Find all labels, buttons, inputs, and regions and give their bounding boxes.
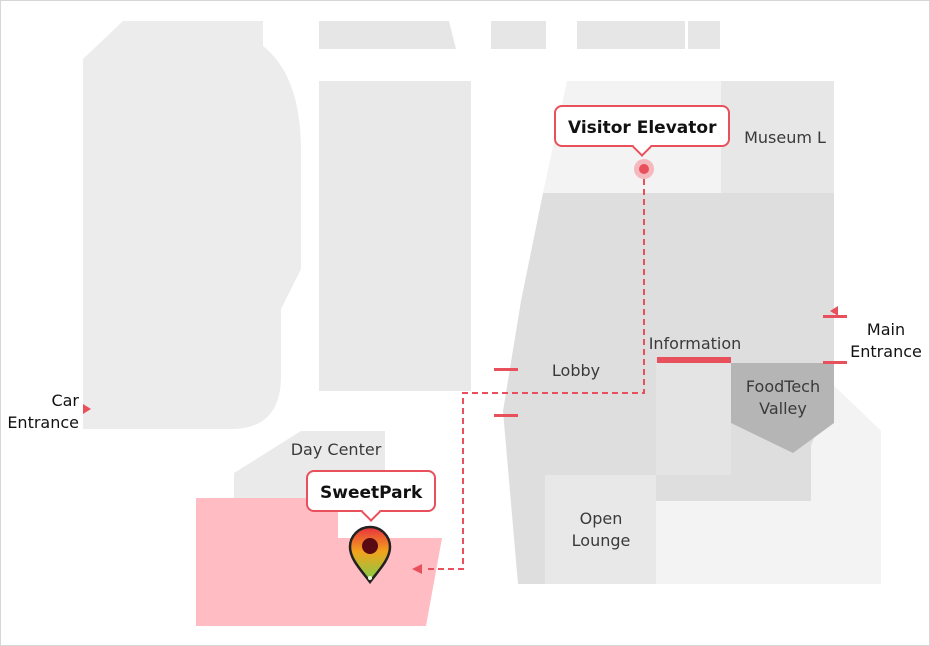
route-path [427,169,645,570]
main-entrance-door-upper [823,315,847,318]
start-callout[interactable]: Visitor Elevator [554,105,731,147]
museum-area [721,81,834,193]
lobby-door-upper [494,368,518,371]
information-label: Information [648,334,742,353]
car-entrance-label: Car Entrance [7,391,79,432]
open-lounge-label: Open Lounge [571,509,631,550]
top-strip-3 [577,21,685,49]
day-center-label: Day Center [290,440,382,459]
top-strip-1 [319,21,456,49]
sweetpark-area [196,498,442,626]
car-entrance-arrow-icon [83,404,91,414]
lobby-door-lower [494,414,518,417]
route-arrow-icon [412,564,422,574]
main-entrance-label: Main Entrance [850,320,922,361]
information-desk [657,357,731,363]
open-lounge-area [545,475,656,584]
foodtech-label: FoodTech Valley [745,377,821,418]
top-strip-2 [491,21,546,49]
main-entrance-door-lower [823,361,847,364]
left-building-block [83,21,301,429]
museum-label: Museum L [744,128,826,147]
info-corridor [656,363,731,475]
foodtech-area [731,363,834,453]
middle-building-block [319,81,471,391]
lobby-label: Lobby [551,361,601,380]
top-strip-4 [688,21,720,49]
location-dot-icon [639,164,649,174]
main-entrance-arrow-icon [830,306,838,316]
map-pin-icon[interactable] [348,525,392,585]
destination-callout[interactable]: SweetPark [306,470,437,512]
lower-right-area [656,386,881,584]
